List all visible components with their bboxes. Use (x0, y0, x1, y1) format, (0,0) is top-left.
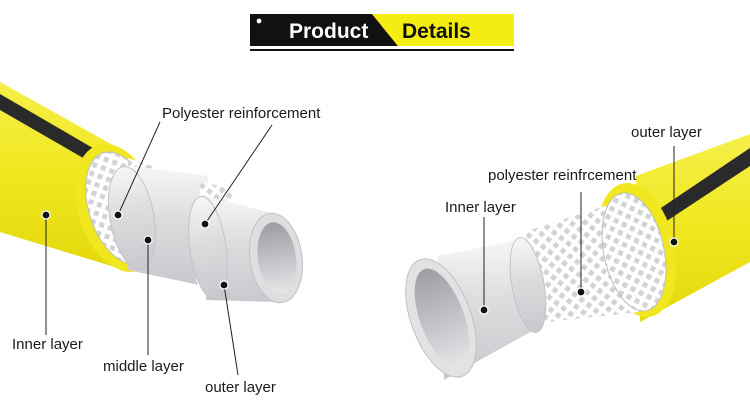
marker-left-polyester-2 (200, 219, 210, 229)
leader-left-polyester-2 (204, 124, 273, 225)
marker-left-outer (219, 280, 229, 290)
right-hose-polyester-reinforcement (524, 192, 667, 324)
leader-left-outer (223, 284, 239, 376)
left-hose-illustration (0, 82, 303, 304)
right-hose-inner-tube (405, 237, 547, 380)
header-left-text: Product (289, 20, 368, 43)
header-right-text: Details (402, 20, 471, 43)
label-left-outer: outer layer (205, 379, 276, 396)
marker-left-middle (143, 235, 153, 245)
label-right-inner: Inner layer (445, 199, 516, 216)
marker-right-inner (479, 305, 489, 315)
marker-right-polyester (576, 287, 586, 297)
right-hose-illustration (405, 134, 750, 380)
header-bullet-icon (256, 18, 262, 24)
left-hose-inner-tube (188, 195, 303, 304)
marker-left-inner (41, 210, 51, 220)
right-hose-annotations: outer layer polyester reinfrcement Inner… (445, 124, 702, 315)
marker-right-outer (669, 237, 679, 247)
label-left-inner: Inner layer (12, 336, 83, 353)
label-right-outer: outer layer (631, 124, 702, 141)
marker-left-polyester (113, 210, 123, 220)
leader-left-polyester (117, 121, 161, 216)
left-hose-annotations: Polyester reinforcement Inner layer midd… (12, 105, 321, 396)
label-left-middle: middle layer (103, 358, 184, 375)
label-left-polyester: Polyester reinforcement (162, 105, 321, 122)
label-right-polyester: polyester reinfrcement (488, 167, 637, 184)
header-right-accent-block (372, 14, 514, 46)
header-banner: Product Details (250, 14, 514, 51)
header-left-dark-block (250, 14, 398, 46)
